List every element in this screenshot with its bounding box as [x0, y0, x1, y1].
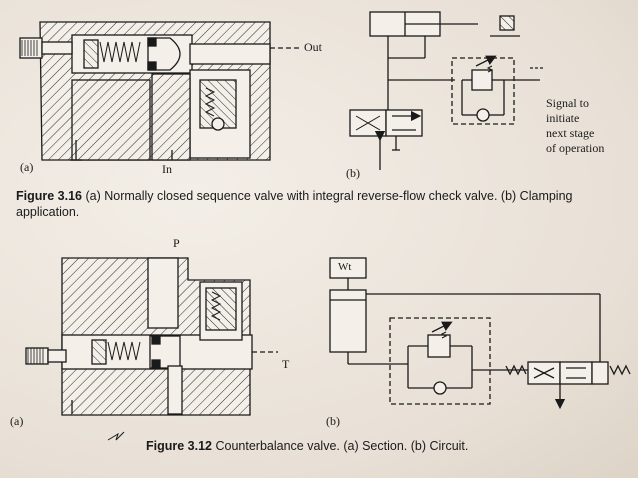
top-in-label: In: [162, 162, 172, 176]
top-label-b: (b): [346, 166, 360, 180]
bottom-caption-number: Figure 3.12: [146, 439, 212, 453]
bottom-label-a: (a): [10, 414, 24, 428]
signal-label: Signal to initiate next stage of operati…: [546, 96, 604, 156]
sequence-valve-section: [19, 21, 300, 161]
signal-line-1: Signal to: [546, 96, 590, 110]
bottom-t-label: T: [282, 357, 290, 371]
counterbalance-valve-section: [25, 257, 278, 441]
bottom-caption-text: Counterbalance valve. (a) Section. (b) C…: [215, 439, 469, 453]
top-label-a: (a): [20, 160, 34, 174]
signal-line-2: initiate: [546, 111, 580, 125]
top-out-label: Out: [304, 40, 322, 54]
weight-label: Wt: [338, 261, 352, 273]
top-caption: Figure 3.16 (a) Normally closed sequence…: [16, 188, 616, 220]
bottom-caption: Figure 3.12 Counterbalance valve. (a) Se…: [146, 438, 606, 454]
counterbalance-circuit: [329, 257, 631, 410]
top-caption-number: Figure 3.16: [16, 189, 82, 203]
bottom-p-label: P: [173, 236, 180, 250]
signal-line-4: of operation: [546, 141, 605, 155]
bottom-label-b: (b): [326, 414, 340, 428]
signal-line-3: next stage: [546, 126, 595, 140]
top-caption-text: (a) Normally closed sequence valve with …: [16, 189, 573, 219]
show-through-texture: [235, 236, 615, 386]
clamping-circuit: [349, 11, 545, 170]
